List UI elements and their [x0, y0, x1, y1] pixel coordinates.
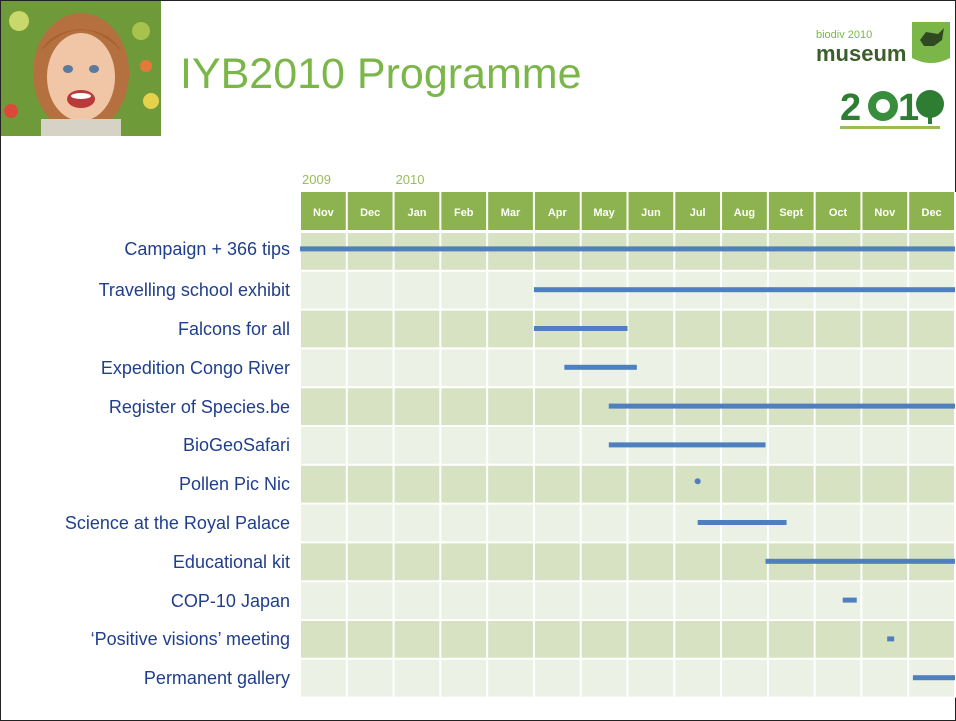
activity-bar	[765, 558, 955, 564]
page-title: IYB2010 Programme	[180, 50, 582, 98]
activity-label: Science at the Royal Palace	[64, 513, 290, 533]
month-label: Dec	[922, 207, 942, 219]
month-label: Apr	[548, 207, 568, 219]
activity-label: COP-10 Japan	[170, 590, 290, 611]
museum-logo-caption: biodiv 2010	[816, 29, 872, 41]
activity-point	[694, 478, 701, 485]
activity-bar	[842, 597, 857, 603]
activity-label: Register of Species.be	[108, 396, 290, 417]
activity-bar	[697, 520, 787, 525]
activity-label: BioGeoSafari	[182, 435, 290, 456]
activity-bar	[608, 442, 766, 448]
month-label: Sept	[779, 207, 803, 219]
activity-label: Pollen Pic Nic	[178, 474, 290, 495]
activity-bar	[300, 246, 955, 252]
month-label: Oct	[829, 207, 848, 219]
activity-label: Permanent gallery	[143, 668, 290, 689]
month-label: Jan	[407, 207, 426, 219]
activity-bar	[533, 326, 628, 331]
activity-label: Educational kit	[172, 551, 290, 572]
month-label: Mar	[501, 207, 521, 219]
child-photo	[1, 1, 161, 136]
month-label: Nov	[313, 207, 335, 219]
museum-logo: biodiv 2010 museum	[806, 18, 952, 76]
activity-bar	[912, 675, 955, 681]
activity-label: Travelling school exhibit	[98, 280, 290, 301]
svg-text:1: 1	[898, 87, 919, 129]
month-label: Jun	[641, 207, 661, 219]
month-label: Aug	[734, 207, 755, 219]
month-label: Jul	[690, 207, 706, 219]
activity-bar	[533, 287, 955, 293]
activity-label: ‘Positive visions’ meeting	[90, 629, 290, 650]
museum-logo-word: museum	[816, 41, 906, 66]
activity-bar	[608, 403, 955, 409]
year-label: 2010	[396, 172, 425, 187]
iyb-2010-logo: 2 1	[838, 82, 948, 132]
month-label: Dec	[360, 207, 380, 219]
activity-label: Campaign + 366 tips	[124, 239, 290, 260]
month-label: May	[593, 207, 615, 219]
svg-text:2: 2	[840, 87, 861, 129]
month-label: Nov	[874, 207, 896, 219]
activity-bar	[564, 364, 637, 370]
month-label: Feb	[454, 207, 474, 219]
activity-label: Falcons for all	[177, 319, 290, 339]
activity-label: Expedition Congo River	[100, 357, 290, 378]
activity-bar	[887, 636, 895, 642]
year-label: 2009	[302, 172, 331, 187]
